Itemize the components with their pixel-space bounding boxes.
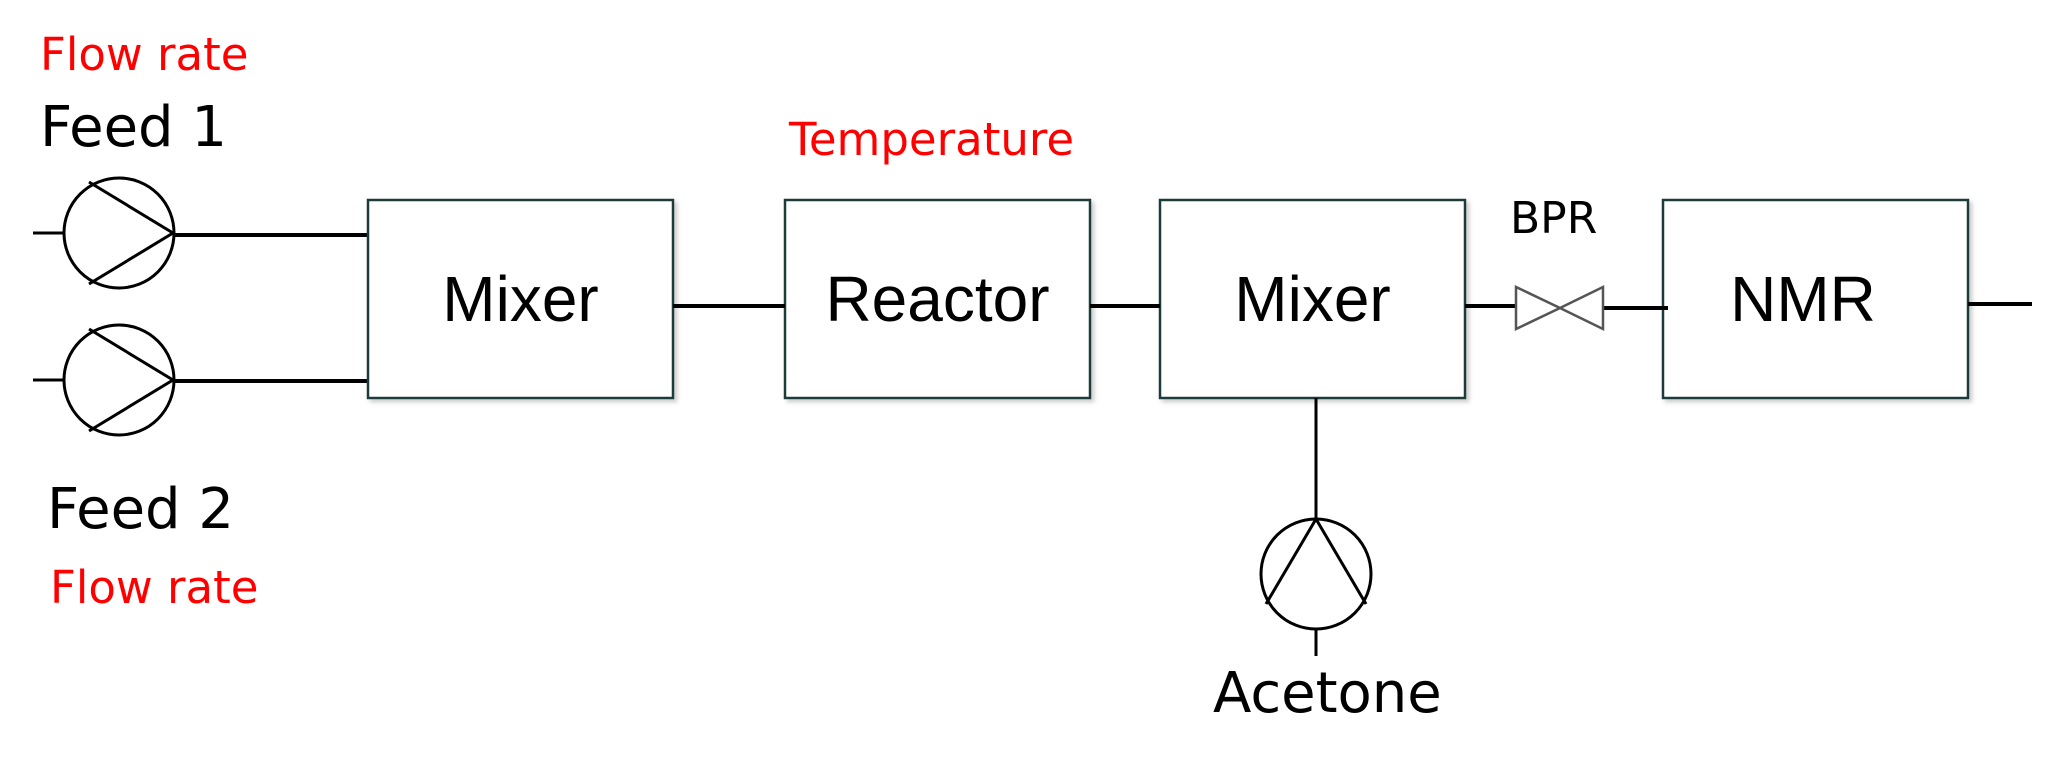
feed1-flow-rate-label: Flow rate [40, 28, 249, 81]
acetone-label: Acetone [1213, 661, 1442, 726]
reactor-box [783, 198, 1092, 400]
bpr-label: BPR [1510, 193, 1598, 244]
feed1-pump-icon [33, 176, 176, 290]
bpr-valve-icon [1514, 284, 1605, 332]
mixer1-box [366, 198, 675, 400]
feed2-label: Feed 2 [47, 477, 235, 542]
nmr-label: NMR [1730, 263, 1876, 335]
mixer2-box [1158, 198, 1467, 400]
mixer2-label: Mixer [1234, 263, 1391, 335]
feed1-label: Feed 1 [40, 95, 228, 160]
feed2-pump-icon [33, 323, 176, 437]
nmr-box [1661, 198, 1970, 400]
acetone-pump-icon [1259, 517, 1373, 656]
feed2-flow-rate-label: Flow rate [50, 561, 259, 614]
reactor-label: Reactor [825, 263, 1050, 335]
mixer1-label: Mixer [442, 263, 599, 335]
reactor-temperature-label: Temperature [789, 113, 1075, 166]
